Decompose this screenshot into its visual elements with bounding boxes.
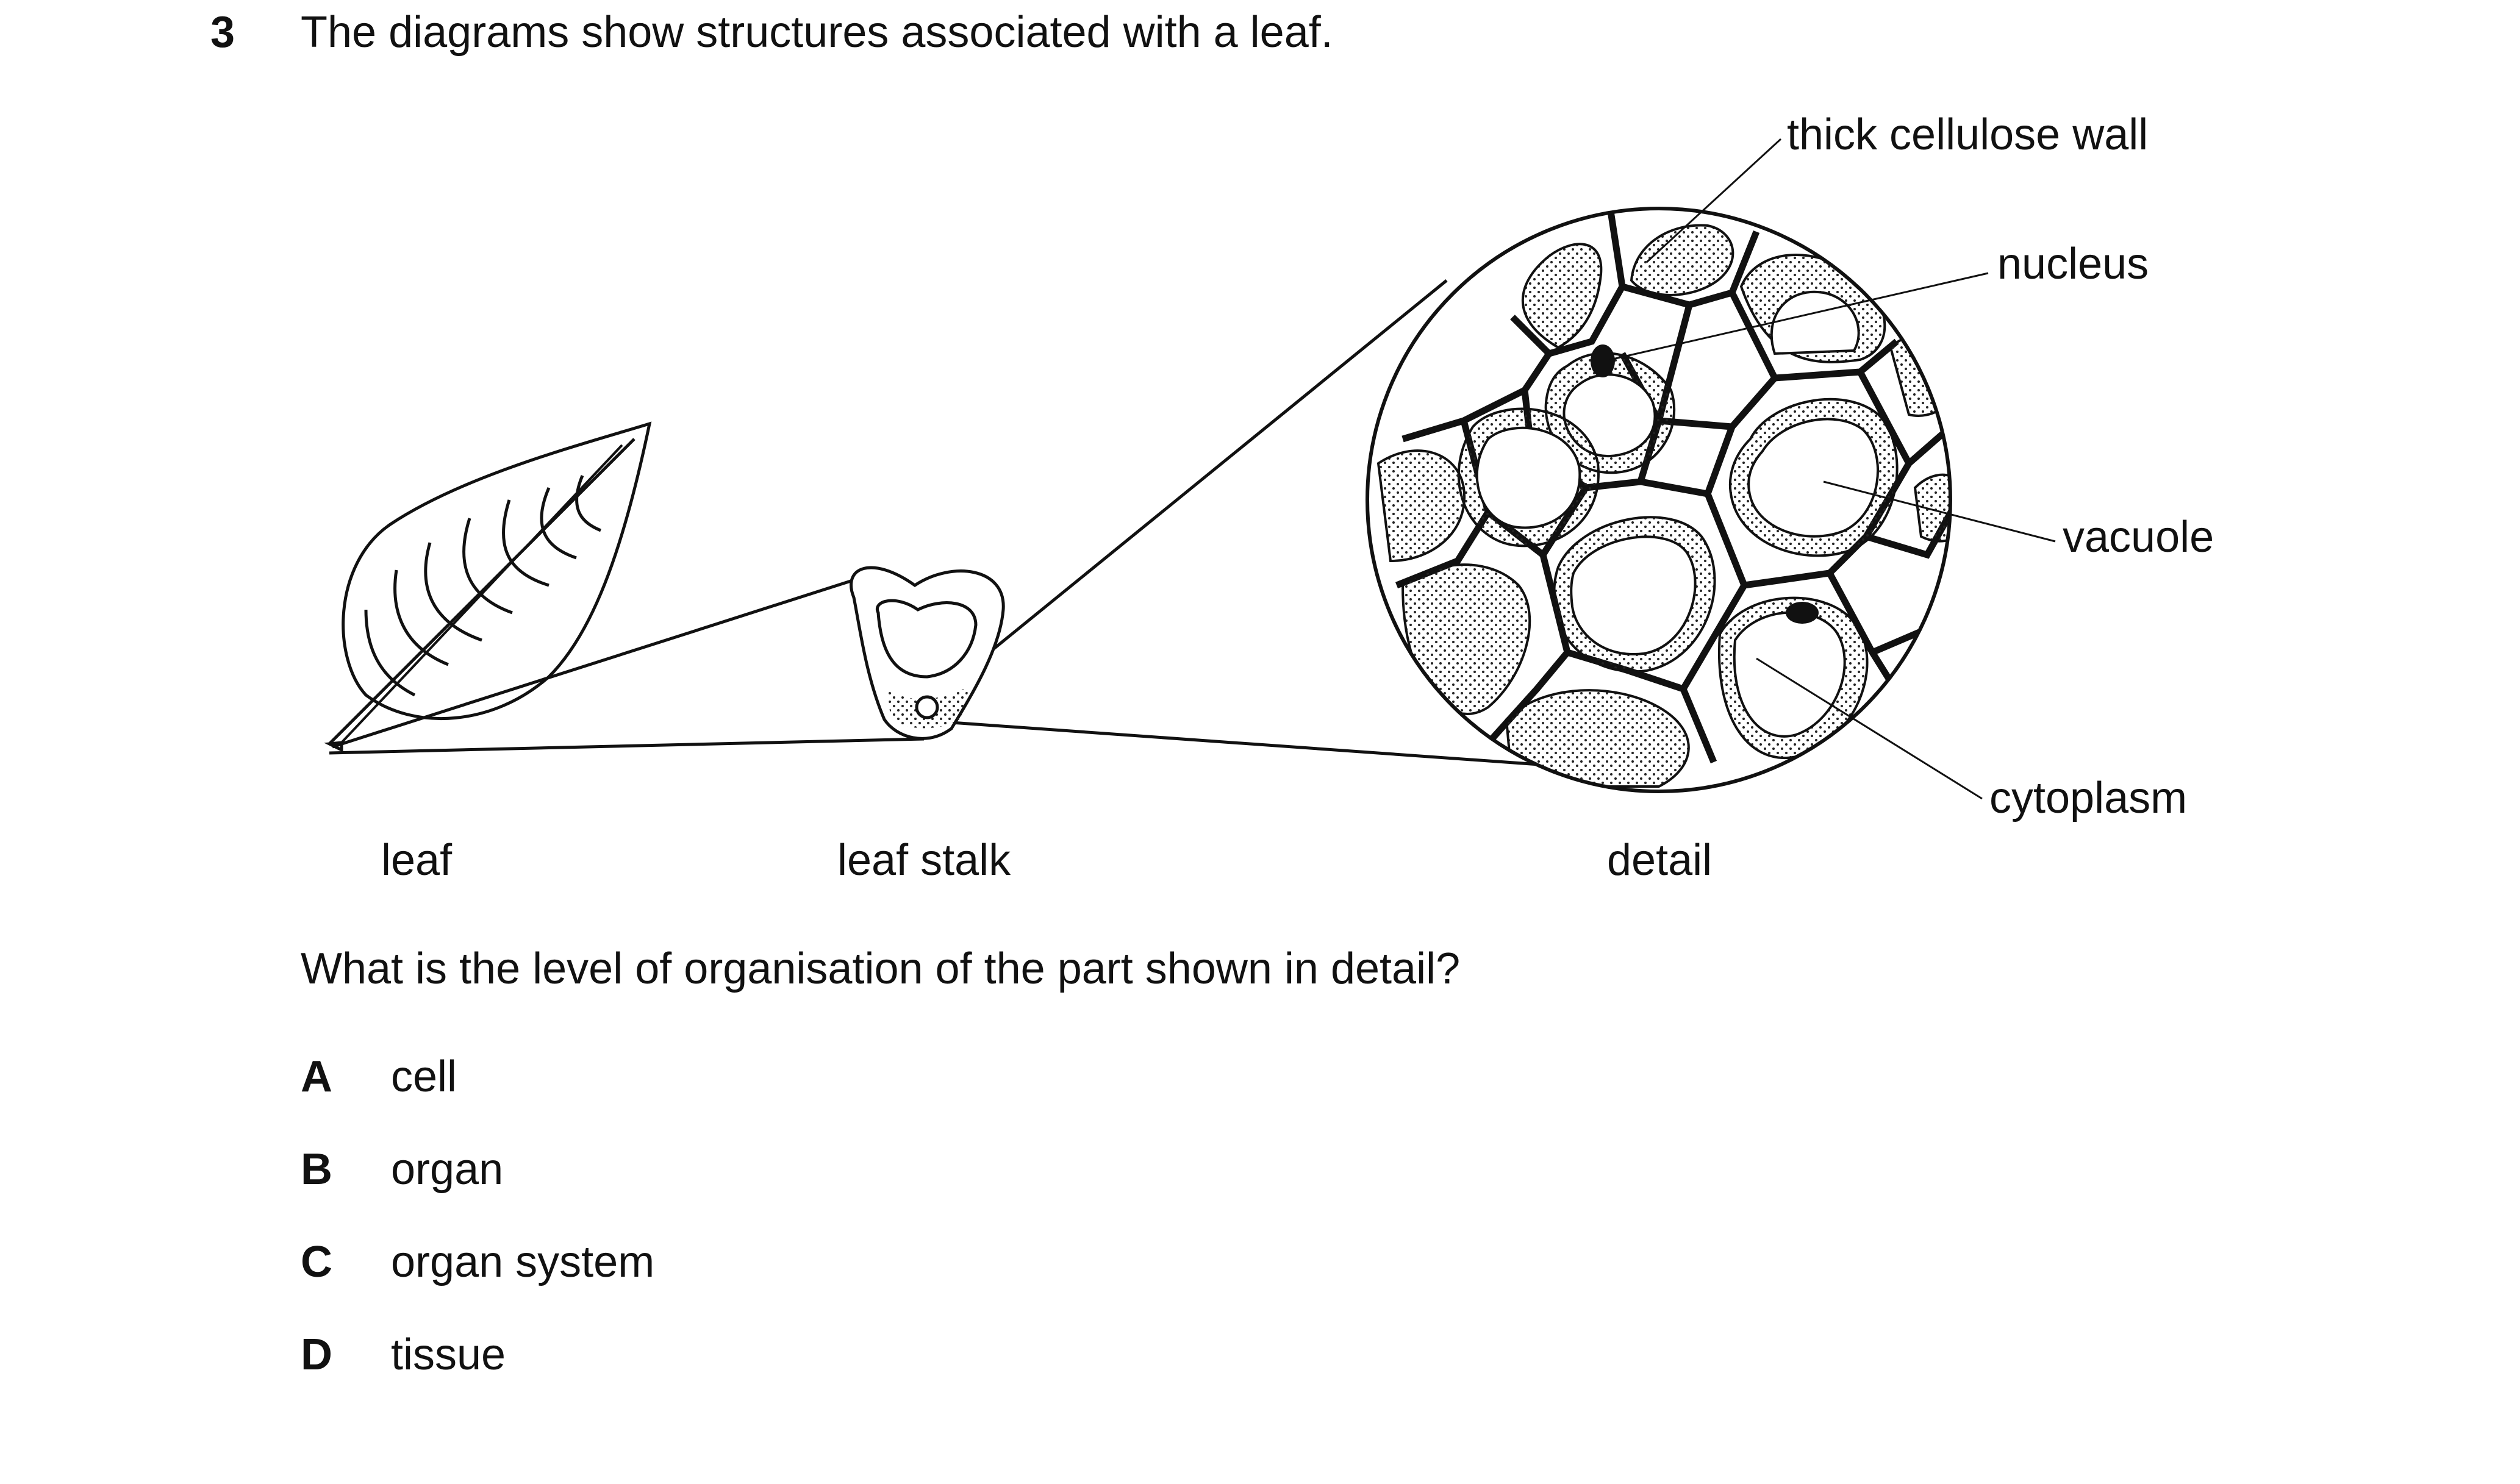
leaf-diagram xyxy=(324,138,2056,800)
caption-leaf-stalk: leaf stalk xyxy=(837,836,1011,885)
option-a[interactable]: A cell xyxy=(301,1052,457,1102)
caption-detail: detail xyxy=(1607,836,1713,885)
question-prompt: What is the level of organisation of the… xyxy=(301,944,1461,993)
caption-leaf: leaf xyxy=(381,836,453,885)
leaf-stalk-drawing xyxy=(850,566,1005,740)
leaf-drawing xyxy=(324,421,652,753)
label-vacuole: vacuole xyxy=(2063,513,2214,562)
option-letter: D xyxy=(301,1330,332,1379)
option-letter: A xyxy=(301,1052,332,1101)
option-text: cell xyxy=(391,1052,457,1101)
label-leader-lines xyxy=(1609,138,2056,800)
option-text: organ system xyxy=(391,1238,655,1286)
option-text: organ xyxy=(391,1145,504,1194)
label-cytoplasm: cytoplasm xyxy=(1989,774,2188,822)
option-c[interactable]: C organ system xyxy=(301,1237,654,1287)
option-letter: B xyxy=(301,1145,332,1194)
option-text: tissue xyxy=(391,1330,506,1379)
option-letter: C xyxy=(301,1238,332,1286)
option-b[interactable]: B organ xyxy=(301,1144,503,1194)
question-stem: The diagrams show structures associated … xyxy=(301,8,1333,57)
detail-cells-drawing xyxy=(1366,207,1952,793)
option-d[interactable]: D tissue xyxy=(301,1330,506,1380)
label-nucleus: nucleus xyxy=(1997,240,2149,288)
label-thick-cellulose-wall: thick cellulose wall xyxy=(1787,110,2149,159)
question-number: 3 xyxy=(210,8,235,57)
